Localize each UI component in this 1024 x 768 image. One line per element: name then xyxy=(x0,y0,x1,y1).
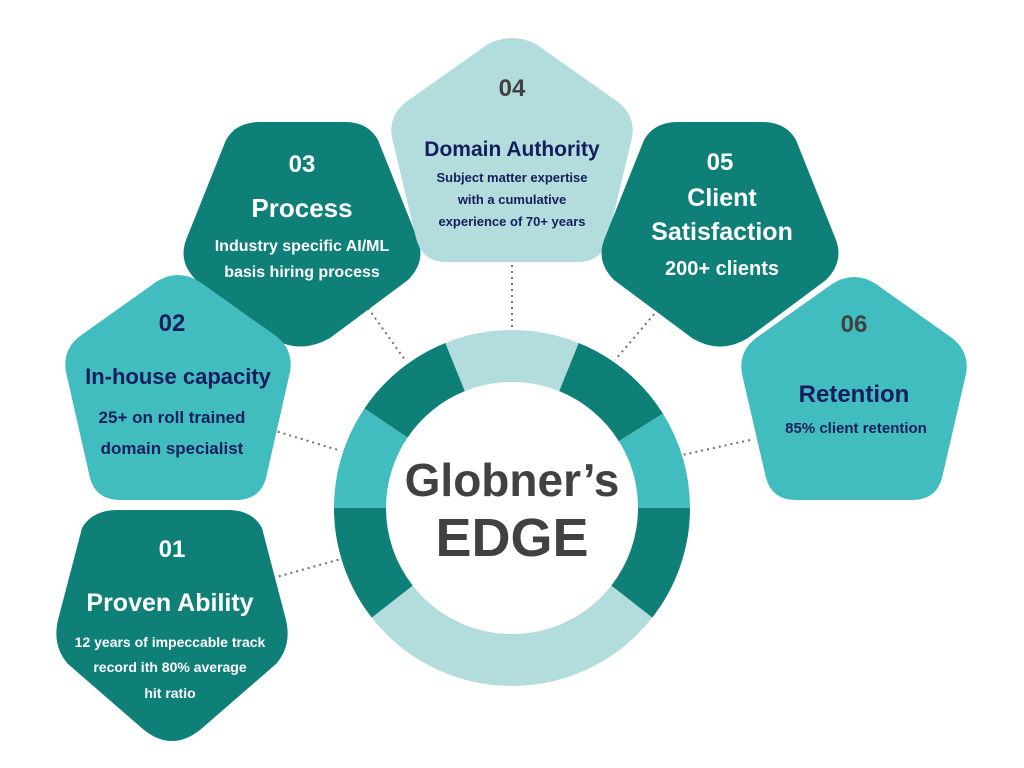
center-title-line2: EDGE xyxy=(435,508,588,568)
card-title: Retention xyxy=(799,381,910,408)
card-number: 01 xyxy=(159,536,186,563)
card-title-line: Client xyxy=(687,184,757,212)
card-06-retention: 06 Retention 85% client retention xyxy=(741,277,967,500)
connectors xyxy=(271,265,751,579)
connector-06 xyxy=(681,439,751,456)
card-03-process: 03 Process Industry specific AI/ML basis… xyxy=(183,122,421,347)
card-shape xyxy=(183,122,421,347)
ring-segment-top-right xyxy=(558,342,663,442)
card-shape xyxy=(56,510,288,741)
ring-segment-right-lower xyxy=(610,507,690,618)
card-desc-line: hit ratio xyxy=(144,685,195,701)
card-shape xyxy=(65,275,291,500)
center-title-line1: Globner’s xyxy=(405,454,620,506)
edge-ring xyxy=(334,330,690,686)
ring-segment-left-lower xyxy=(334,507,414,618)
ring-segment-right-upper xyxy=(618,413,690,509)
card-title: Domain Authority xyxy=(424,138,600,161)
ring-segment-left-upper xyxy=(334,408,408,509)
card-title: Process xyxy=(251,193,352,223)
card-desc-line: 200+ clients xyxy=(665,258,779,280)
card-title-line: Satisfaction xyxy=(651,218,793,246)
card-number: 02 xyxy=(159,310,186,337)
connector-01 xyxy=(272,556,349,579)
card-01-proven-ability: 01 Proven Ability 12 years of impeccable… xyxy=(56,510,288,741)
card-shape xyxy=(741,277,967,500)
card-desc-line: Industry specific AI/ML xyxy=(215,238,390,255)
card-shape xyxy=(601,122,839,347)
card-number: 05 xyxy=(707,149,734,176)
card-number: 04 xyxy=(499,75,526,102)
card-desc-line: experience of 70+ years xyxy=(438,214,585,229)
card-desc-line: basis hiring process xyxy=(224,264,380,281)
card-desc-line: 12 years of impeccable track xyxy=(75,634,266,650)
card-desc-line: record ith 80% average xyxy=(93,659,247,675)
card-desc-line: 85% client retention xyxy=(785,420,927,437)
connector-05 xyxy=(614,304,663,361)
card-desc-line: with a cumulative xyxy=(457,192,566,207)
card-title: In-house capacity xyxy=(85,364,272,389)
connector-03 xyxy=(367,307,406,361)
card-05-client-satisfaction: 05 Client Satisfaction 200+ clients xyxy=(601,122,839,347)
ring-segment-top-left xyxy=(364,342,466,439)
card-desc-line: Subject matter expertise xyxy=(436,170,587,185)
card-number: 03 xyxy=(289,151,316,178)
card-desc-line: domain specialist xyxy=(101,439,244,458)
card-shape xyxy=(391,38,633,262)
connector-02 xyxy=(271,429,339,451)
card-02-in-house-capacity: 02 In-house capacity 25+ on roll trained… xyxy=(65,275,291,500)
ring-segment-bottom xyxy=(371,585,653,686)
ring-segment-top xyxy=(445,330,579,392)
card-title: Proven Ability xyxy=(86,589,253,617)
card-number: 06 xyxy=(841,311,868,338)
card-desc-line: 25+ on roll trained xyxy=(99,408,246,427)
card-04-domain-authority: 04 Domain Authority Subject matter exper… xyxy=(391,38,633,262)
